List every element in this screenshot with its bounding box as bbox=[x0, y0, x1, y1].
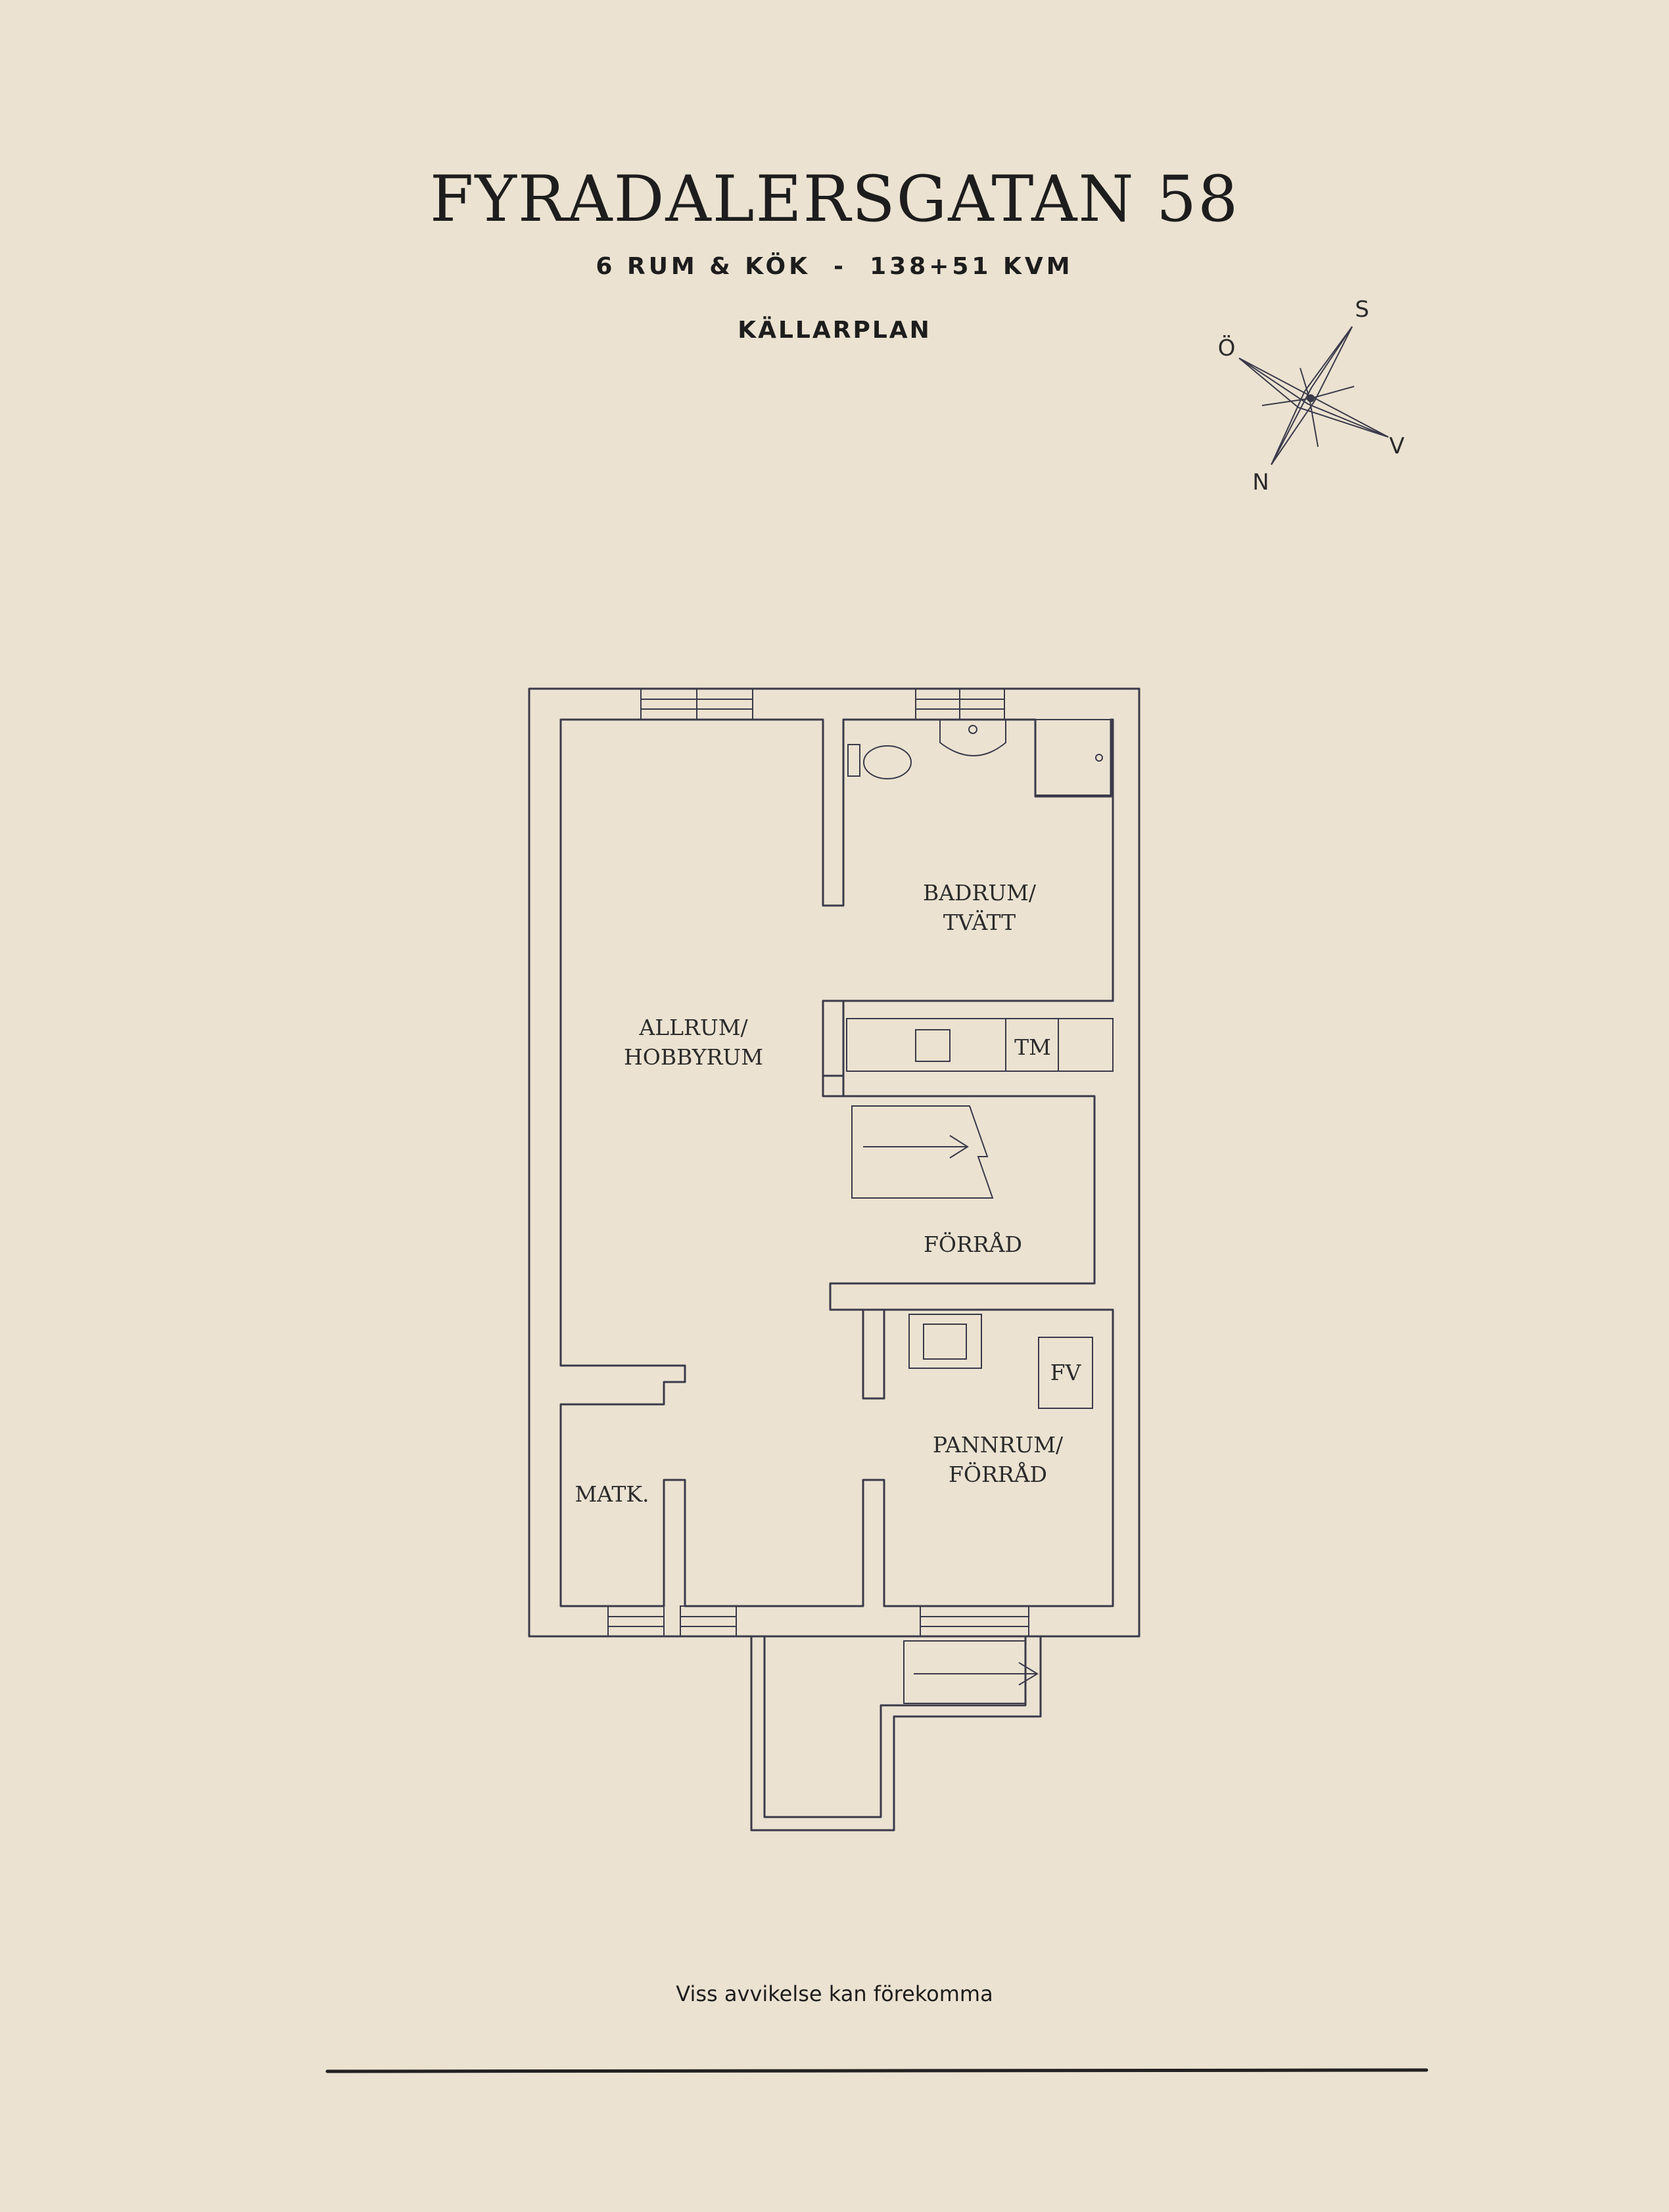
laundry-counter bbox=[846, 1018, 1114, 1072]
window-top-right bbox=[915, 688, 1005, 720]
disclaimer-text: Viss avvikelse kan förekomma bbox=[676, 1981, 993, 2006]
window-bottom-left bbox=[607, 1605, 665, 1637]
window-top-left bbox=[640, 688, 753, 720]
chimney-icon bbox=[908, 1314, 982, 1369]
compass-rose-icon: S Ö V N bbox=[1218, 296, 1405, 495]
compass-north-label: N bbox=[1252, 469, 1269, 495]
room-label-forrad: FÖRRÅD bbox=[924, 1231, 1022, 1257]
room-label-badrum-2: TVÄTT bbox=[943, 910, 1016, 935]
toilet-icon bbox=[847, 744, 912, 779]
compass-east-label: Ö bbox=[1218, 334, 1236, 361]
shower-icon bbox=[1035, 719, 1114, 796]
label-tm: TM bbox=[1014, 1034, 1051, 1060]
label-fv: FV bbox=[1050, 1360, 1082, 1385]
room-label-pannrum-2: FÖRRÅD bbox=[949, 1461, 1047, 1487]
room-label-pannrum-1: PANNRUM/ bbox=[933, 1432, 1064, 1458]
floor-level-label: KÄLLARPLAN bbox=[738, 317, 931, 344]
room-label-allrum-1: ALLRUM/ bbox=[638, 1015, 748, 1040]
stairs-icon bbox=[851, 1105, 994, 1199]
window-bottom-middle bbox=[680, 1605, 737, 1637]
compass-south-label: S bbox=[1355, 296, 1369, 323]
compass-west-label: V bbox=[1389, 433, 1404, 459]
page-title: FYRADALERSGATAN 58 bbox=[429, 162, 1240, 236]
fv-unit-icon bbox=[1038, 1337, 1093, 1409]
page-subtitle: 6 RUM & KÖK - 138+51 KVM bbox=[596, 253, 1073, 280]
window-bottom-right bbox=[920, 1605, 1029, 1637]
entrance-stairs-icon bbox=[903, 1640, 1039, 1704]
room-label-allrum-2: HOBBYRUM bbox=[624, 1044, 763, 1070]
room-label-badrum-1: BADRUM/ bbox=[923, 880, 1037, 906]
sink-icon bbox=[939, 720, 1006, 756]
room-label-matk: MATK. bbox=[575, 1481, 649, 1507]
